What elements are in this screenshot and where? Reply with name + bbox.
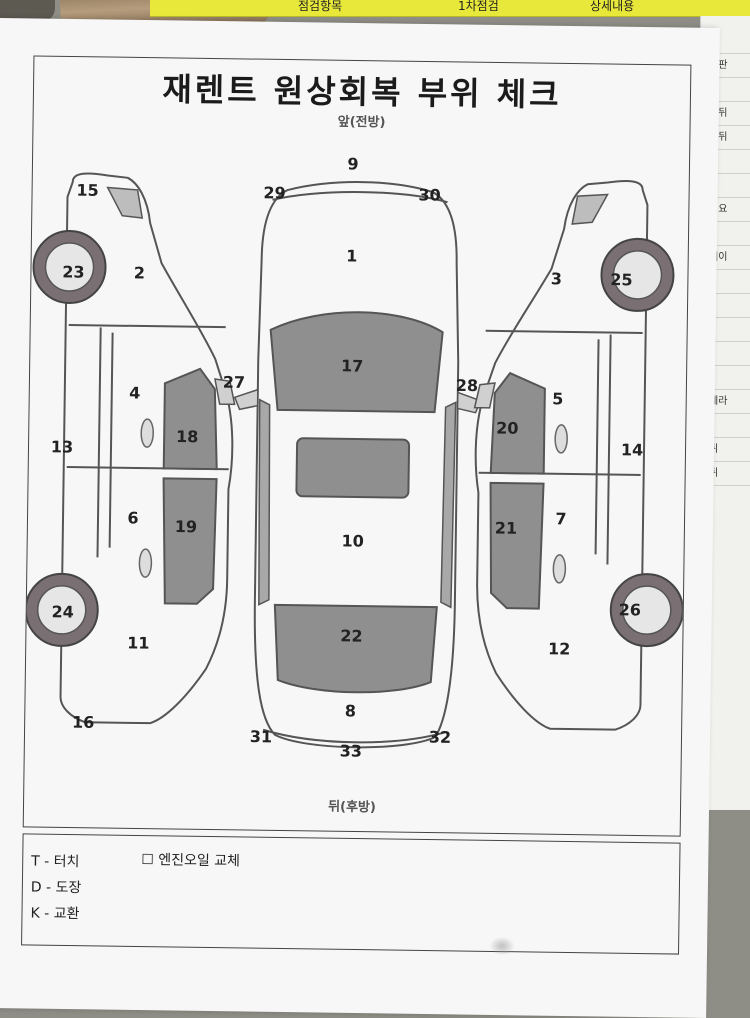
right-side-body-outline bbox=[474, 180, 649, 731]
engine-oil-label: 엔진오일 교체 bbox=[158, 852, 241, 870]
damage-check-sheet: 재렌트 원상회복 부위 체크 앞(전방) 뒤(후방) bbox=[0, 18, 720, 1018]
right-rear-wheel bbox=[622, 585, 672, 635]
checkbox-icon: ☐ bbox=[141, 852, 154, 869]
part-number-22: 22 bbox=[340, 626, 363, 646]
bg-header-text-3: 상세내용 bbox=[590, 0, 635, 13]
bg-side-row bbox=[701, 294, 750, 318]
right-rear-door-handle bbox=[552, 554, 567, 584]
smudge-mark bbox=[486, 934, 518, 958]
right-door-top-line bbox=[485, 329, 643, 335]
right-front-window-20 bbox=[489, 371, 546, 475]
bg-side-row bbox=[701, 342, 750, 366]
engine-oil-checkbox[interactable]: ☐ 엔진오일 교체 bbox=[141, 849, 240, 870]
part-number-31: 31 bbox=[249, 727, 273, 747]
part-number-30: 30 bbox=[418, 185, 441, 205]
top-left-mirror-27 bbox=[233, 388, 259, 411]
windshield-17 bbox=[269, 311, 444, 414]
bg-side-row: 필요 bbox=[701, 198, 750, 222]
part-number-32: 32 bbox=[428, 727, 452, 747]
bg-side-row bbox=[701, 222, 750, 246]
rear-window-22 bbox=[273, 603, 438, 694]
part-number-11: 11 bbox=[127, 633, 150, 653]
sunroof bbox=[295, 437, 411, 499]
part-number-13: 13 bbox=[50, 437, 74, 457]
right-mirror bbox=[473, 382, 496, 409]
part-number-25: 25 bbox=[610, 270, 633, 290]
left-headlight bbox=[106, 186, 144, 219]
left-side-body-outline bbox=[59, 172, 234, 725]
left-mirror bbox=[214, 378, 236, 406]
bg-header-text: 점검항목 bbox=[298, 0, 343, 13]
part-number-6: 6 bbox=[127, 508, 139, 528]
left-rail-line-2 bbox=[108, 332, 114, 548]
left-rail-line bbox=[96, 327, 102, 558]
part-number-7: 7 bbox=[555, 509, 567, 529]
left-door-top-line bbox=[68, 323, 226, 329]
bg-side-row bbox=[701, 366, 750, 390]
part-number-17: 17 bbox=[340, 356, 364, 376]
right-front-wheel bbox=[612, 250, 663, 300]
left-front-door-handle bbox=[140, 418, 154, 448]
bg-side-row bbox=[701, 414, 750, 438]
part-number-15: 15 bbox=[76, 180, 99, 200]
right-front-door-handle bbox=[554, 424, 568, 454]
right-rear-window-21 bbox=[489, 481, 545, 610]
part-number-9: 9 bbox=[347, 154, 359, 174]
right-headlight bbox=[571, 193, 609, 225]
legend-replace: K - 교환 bbox=[30, 905, 80, 923]
top-right-side-glass bbox=[440, 401, 457, 609]
front-bumper-line bbox=[272, 191, 448, 204]
top-car-body-outline bbox=[253, 181, 460, 749]
bg-header-text-2: 1차점검 bbox=[458, 0, 499, 13]
legend-paint: D - 도장 bbox=[30, 879, 82, 897]
part-number-21: 21 bbox=[494, 518, 518, 538]
bg-side-row: 에이 bbox=[701, 246, 750, 270]
bg-side-row: 메라 bbox=[701, 390, 750, 414]
legend-touch: T - 터치 bbox=[31, 853, 80, 871]
bg-side-row bbox=[701, 270, 750, 294]
part-number-33: 33 bbox=[339, 741, 363, 761]
left-front-wheel bbox=[44, 242, 95, 292]
left-rear-wheel bbox=[36, 585, 87, 635]
car-diagram bbox=[24, 172, 684, 749]
part-number-1: 1 bbox=[346, 246, 358, 266]
dark-object-background bbox=[0, 0, 55, 22]
part-number-28: 28 bbox=[455, 375, 479, 396]
part-number-12: 12 bbox=[547, 639, 571, 659]
right-rail-line bbox=[606, 334, 612, 565]
left-rear-window-19 bbox=[162, 477, 218, 605]
rear-bumper-line bbox=[262, 728, 446, 744]
part-number-23: 23 bbox=[62, 262, 85, 282]
part-number-10: 10 bbox=[341, 531, 364, 551]
right-rail-line-2 bbox=[594, 339, 600, 555]
left-front-window-18 bbox=[162, 367, 218, 471]
left-rear-door-handle bbox=[138, 548, 153, 578]
part-number-27: 27 bbox=[222, 372, 246, 392]
bg-side-row bbox=[701, 318, 750, 342]
part-number-29: 29 bbox=[263, 183, 286, 203]
background-yellow-header: 점검항목 1차점검 상세내용 bbox=[150, 0, 750, 17]
part-number-2: 2 bbox=[133, 263, 146, 283]
part-number-8: 8 bbox=[344, 701, 357, 721]
part-number-16: 16 bbox=[71, 712, 95, 732]
part-number-4: 4 bbox=[129, 383, 141, 403]
part-number-3: 3 bbox=[550, 269, 563, 289]
part-number-26: 26 bbox=[618, 600, 642, 620]
legend-box: T - 터치 D - 도장 K - 교환 ☐ 엔진오일 교체 bbox=[21, 833, 681, 955]
part-number-20: 20 bbox=[496, 418, 519, 438]
part-number-18: 18 bbox=[175, 426, 199, 447]
part-number-19: 19 bbox=[174, 516, 198, 537]
part-number-5: 5 bbox=[552, 389, 564, 409]
part-number-24: 24 bbox=[51, 602, 74, 622]
part-number-14: 14 bbox=[620, 440, 644, 460]
diagram-frame: 재렌트 원상회복 부위 체크 앞(전방) 뒤(후방) bbox=[22, 55, 692, 837]
top-left-side-glass bbox=[258, 398, 271, 606]
